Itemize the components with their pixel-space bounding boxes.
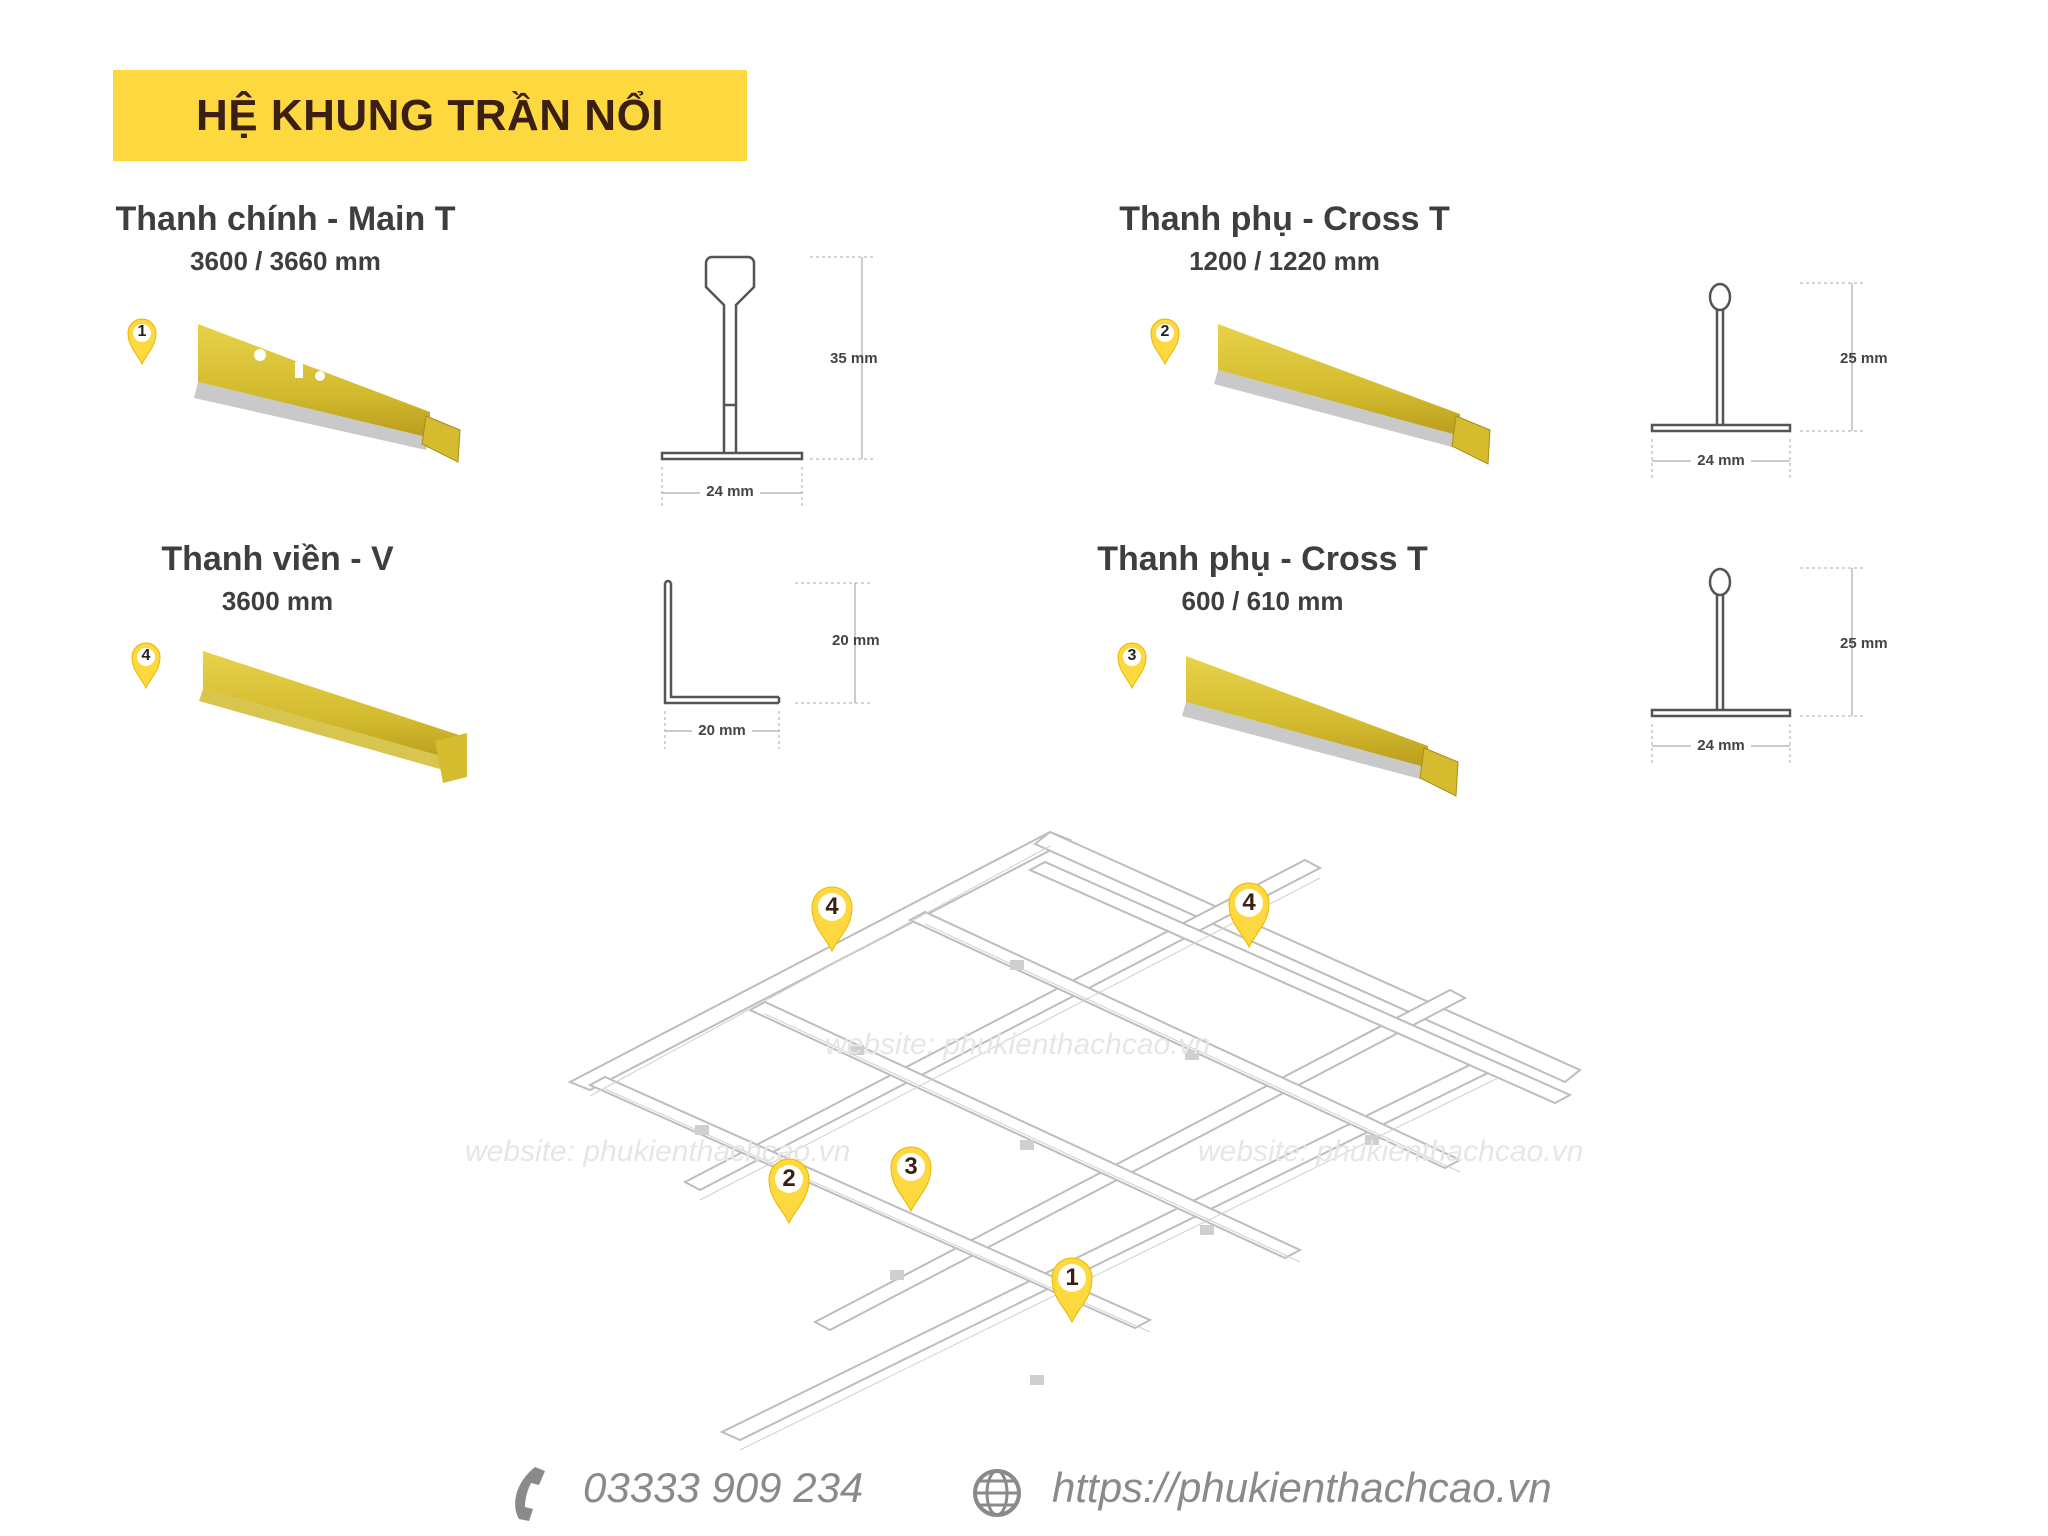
v-edge-width-label: 20 mm [692, 722, 752, 739]
cross-t-1200-bar-image [1214, 324, 1491, 465]
assembly-marker-4-right-label: 4 [1242, 889, 1256, 916]
footer-website-link[interactable]: https://phukienthachcao.vn [1052, 1464, 1552, 1511]
assembly-marker-1-label: 1 [1065, 1264, 1079, 1291]
product-name-main-t: Thanh chính - Main T [115, 200, 456, 238]
product-name-cross-t-600: Thanh phụ - Cross T [1097, 540, 1428, 578]
footer-phone[interactable]: 03333 909 234 [583, 1464, 864, 1511]
marker-pin-3 [1117, 642, 1147, 690]
marker-pin-2 [1150, 318, 1180, 366]
marker-pin-3-label: 3 [1127, 647, 1137, 664]
title-banner: HỆ KHUNG TRẦN NỔI [113, 70, 747, 161]
assembly-marker-3 [890, 1146, 932, 1213]
marker-pin-2-label: 2 [1160, 323, 1170, 340]
product-size-main-t: 3600 / 3660 mm [190, 246, 381, 276]
page-title: HỆ KHUNG TRẦN NỔI [195, 90, 665, 140]
v-edge-bar-image [199, 651, 467, 783]
product-name-cross-t-1200: Thanh phụ - Cross T [1119, 200, 1450, 238]
watermark-right: website: phukienthachcao.vn [1198, 1135, 1584, 1168]
product-name-v-edge: Thanh viền - V [161, 540, 394, 578]
cross-t-600-profile-diagram [1650, 567, 1865, 765]
marker-pin-1 [127, 318, 157, 366]
assembly-marker-2-label: 2 [782, 1165, 796, 1192]
main-t-width-label: 24 mm [700, 483, 760, 500]
product-size-cross-t-600: 600 / 610 mm [1181, 586, 1344, 616]
marker-pin-1-label: 1 [137, 323, 147, 340]
assembly-marker-3-label: 3 [904, 1153, 918, 1180]
cross-t-1200-width-label: 24 mm [1691, 452, 1751, 469]
cross-t-1200-profile-diagram [1650, 282, 1865, 480]
cross-t-600-height-label: 25 mm [1840, 635, 1888, 652]
assembly-marker-1 [1051, 1257, 1093, 1324]
cross-t-600-width-label: 24 mm [1691, 737, 1751, 754]
marker-pin-4-label: 4 [141, 647, 151, 664]
globe-icon [973, 1469, 1021, 1517]
v-edge-height-label: 20 mm [832, 632, 880, 649]
product-size-cross-t-1200: 1200 / 1220 mm [1189, 246, 1380, 276]
cross-t-1200-height-label: 25 mm [1840, 350, 1888, 367]
watermark-center: website: phukienthachcao.vn [825, 1028, 1211, 1061]
main-t-height-label: 35 mm [830, 350, 878, 367]
assembly-marker-4-left [811, 886, 853, 953]
v-edge-profile-diagram [663, 579, 870, 749]
marker-pin-4 [131, 642, 161, 690]
ceiling-grid-assembly-diagram [567, 830, 1582, 1451]
main-t-profile-diagram [660, 255, 875, 507]
product-size-v-edge: 3600 mm [221, 586, 334, 616]
main-t-bar-image [194, 324, 461, 463]
phone-icon [515, 1467, 545, 1521]
assembly-marker-4-left-label: 4 [825, 893, 839, 920]
assembly-marker-4-right [1228, 882, 1270, 949]
assembly-marker-2 [768, 1158, 810, 1225]
cross-t-600-bar-image [1182, 656, 1459, 797]
